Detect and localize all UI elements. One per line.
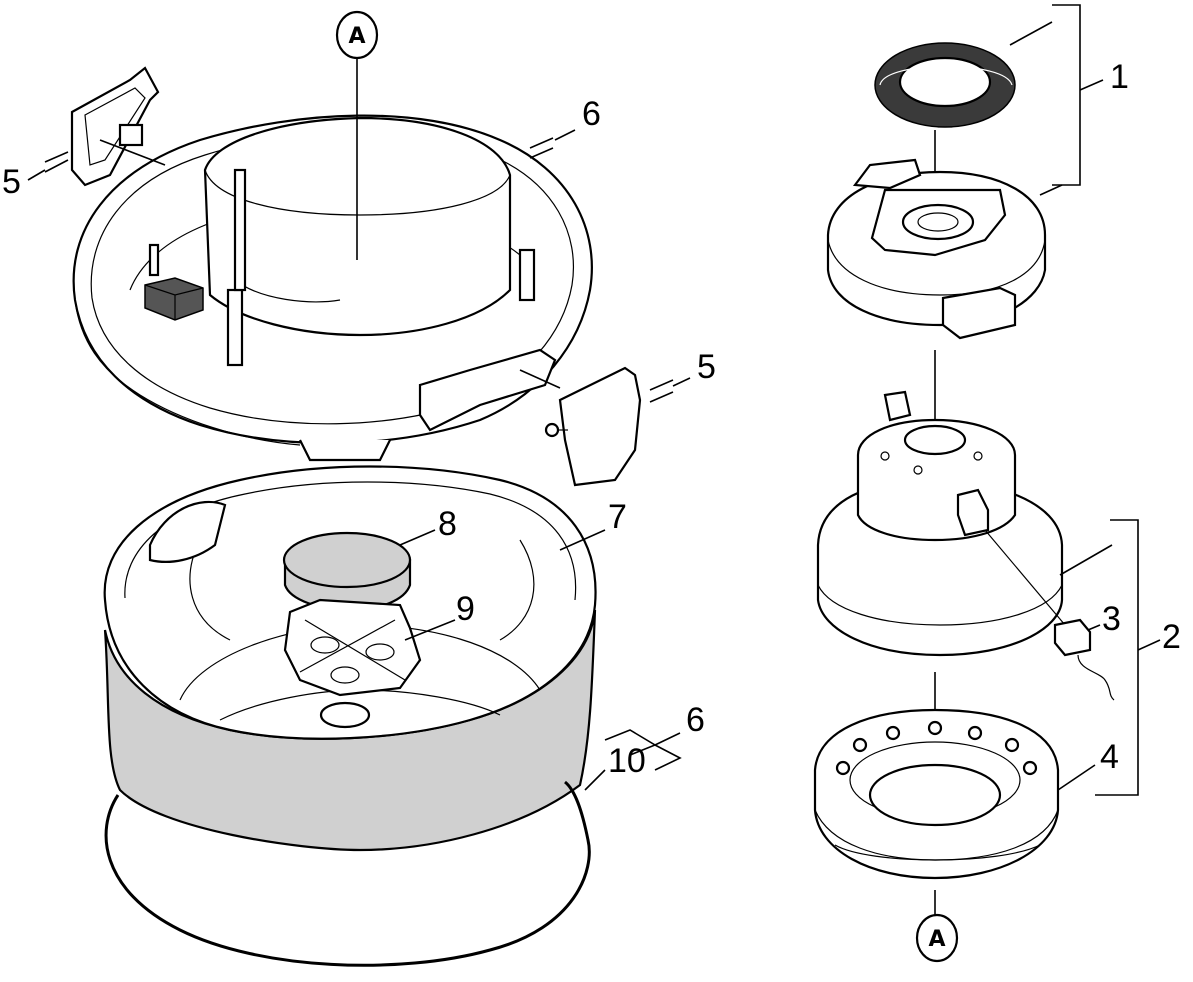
- callout-2: 2: [1162, 618, 1181, 656]
- callout-6-top: 6: [582, 95, 601, 133]
- callout-7: 7: [608, 498, 627, 536]
- gasket-ring: [104, 780, 591, 967]
- callout-4: 4: [1100, 738, 1119, 776]
- sensor-with-cable: [984, 529, 1115, 701]
- latch-clip-left: [70, 66, 160, 187]
- callout-8: 8: [438, 505, 457, 543]
- reference-marker-a-bottom: A: [915, 913, 959, 963]
- callout-5-left: 5: [2, 163, 21, 201]
- callout-3: 3: [1102, 600, 1121, 638]
- vacuum-motor: [816, 390, 1064, 657]
- filter-disc: [282, 531, 412, 612]
- motor-base-ring: [813, 708, 1060, 880]
- latch-clip-right: [544, 366, 642, 487]
- leader-lines: [27, 4, 1161, 796]
- callout-6-bottom: 6: [686, 701, 705, 739]
- callout-9: 9: [456, 590, 475, 628]
- cross-support: [283, 598, 422, 697]
- reference-marker-a-top: A: [335, 10, 379, 60]
- callout-1: 1: [1110, 58, 1129, 96]
- callout-10: 10: [608, 742, 646, 780]
- motor-cover: [826, 158, 1047, 340]
- reference-letter-a-top: A: [348, 24, 365, 49]
- motor-filter-ring: [874, 42, 1016, 128]
- top-cover-housing: [72, 114, 593, 462]
- callout-5-right: 5: [697, 348, 716, 386]
- reference-letter-a-bottom: A: [928, 927, 945, 952]
